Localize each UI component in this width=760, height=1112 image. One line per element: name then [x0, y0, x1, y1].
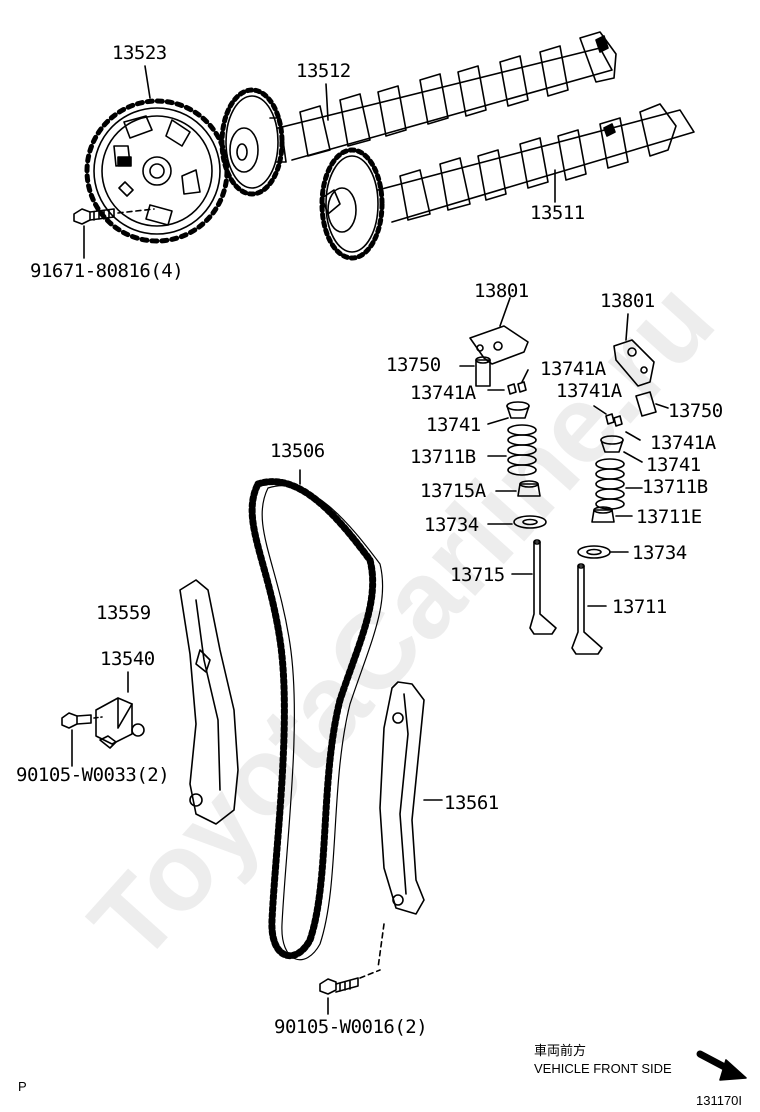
bolt-91671-80816: [73, 208, 155, 259]
label-13711[interactable]: 13711: [612, 596, 667, 618]
label-13741A-3[interactable]: 13741A: [556, 380, 622, 402]
chain-damper-13561: [377, 681, 443, 969]
chain-guide-13559: [179, 579, 239, 825]
direction-en: VEHICLE FRONT SIDE: [534, 1061, 672, 1076]
spring-retainer-right: [600, 435, 643, 463]
rocker-arm-right: [613, 313, 655, 387]
cam-sprocket-13523: [84, 98, 230, 244]
label-91671-80816[interactable]: 91671-80816(4): [30, 260, 184, 282]
label-13801-right[interactable]: 13801: [600, 290, 655, 312]
arrow-head: [719, 1059, 747, 1081]
camshaft-13511: [319, 103, 695, 261]
chain-tensioner-13540: [95, 671, 145, 749]
label-13512[interactable]: 13512: [296, 60, 351, 82]
figure-code: 131170I: [696, 1093, 743, 1108]
valve-13711: [571, 563, 607, 655]
stem-seal-13715A: [495, 480, 541, 497]
timing-chain-13506: [248, 469, 384, 961]
label-90105-W0016[interactable]: 90105-W0016(2): [274, 1016, 428, 1038]
valve-spring-left: [487, 424, 537, 476]
label-13523[interactable]: 13523: [112, 42, 167, 64]
label-13715[interactable]: 13715: [450, 564, 505, 586]
page-mark: P: [18, 1079, 27, 1094]
label-13741A-4[interactable]: 13741A: [650, 432, 716, 454]
valve-spring-right: [595, 458, 643, 510]
spring-retainer-left: [487, 401, 530, 425]
label-13741-right[interactable]: 13741: [646, 454, 701, 476]
label-13711B-right[interactable]: 13711B: [642, 476, 708, 498]
bolt-90105-W0033: [61, 712, 103, 767]
label-13511[interactable]: 13511: [530, 202, 585, 224]
label-13540[interactable]: 13540: [100, 648, 155, 670]
label-13561[interactable]: 13561: [444, 792, 499, 814]
washer-right: [577, 545, 629, 559]
label-13711E[interactable]: 13711E: [636, 506, 702, 528]
lash-adjuster-left: [459, 356, 491, 387]
label-13559[interactable]: 13559: [96, 602, 151, 624]
label-13750-right[interactable]: 13750: [668, 400, 723, 422]
rocker-arm-left: [469, 297, 529, 365]
bolt-90105-W0016: [319, 969, 381, 1015]
washer-left: [487, 515, 547, 529]
label-13741-left[interactable]: 13741: [426, 414, 481, 436]
label-13750-left[interactable]: 13750: [386, 354, 441, 376]
camshaft-13512: [219, 31, 617, 197]
label-13801-left[interactable]: 13801: [474, 280, 529, 302]
label-13711B-left[interactable]: 13711B: [410, 446, 476, 468]
label-13741A-2[interactable]: 13741A: [410, 382, 476, 404]
lash-adjuster-right: [635, 391, 669, 417]
direction-jp: 車両前方: [534, 1043, 587, 1058]
label-13506[interactable]: 13506: [270, 440, 325, 462]
valve-keepers-left: [487, 369, 529, 395]
label-13715A[interactable]: 13715A: [420, 480, 486, 502]
label-13734-right[interactable]: 13734: [632, 542, 687, 564]
valve-keepers-right: [593, 405, 641, 441]
label-13741A-1[interactable]: 13741A: [540, 358, 606, 380]
label-90105-W0033[interactable]: 90105-W0033(2): [16, 764, 170, 786]
stem-seal-13711E: [591, 506, 633, 523]
label-13734-left[interactable]: 13734: [424, 514, 479, 536]
valve-13715: [511, 539, 557, 635]
